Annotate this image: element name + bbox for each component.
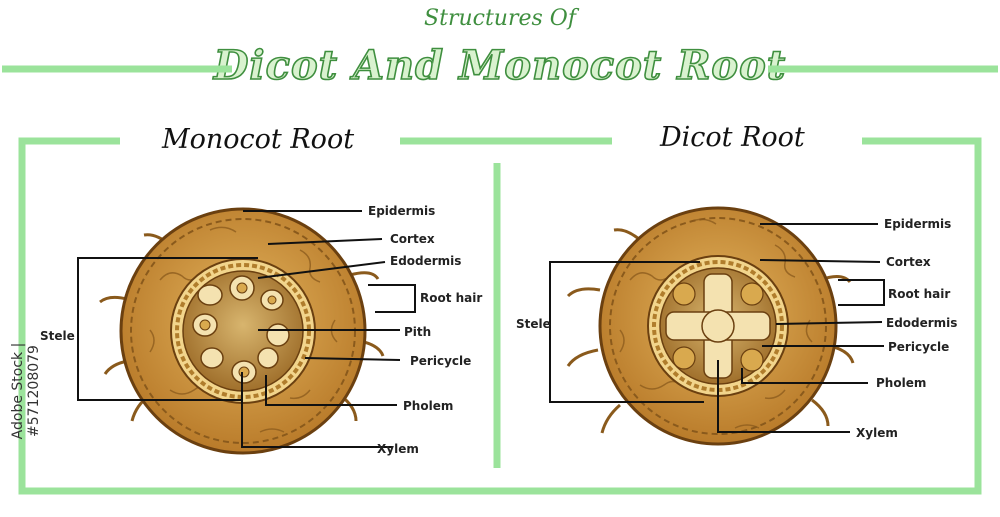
dicot-label-root-hair: Root hair [888,287,951,301]
stock-credit: Adobe Stock | #571208079 [10,342,42,440]
dicot-label-stele: Stele [516,317,551,331]
monocot-root-section [99,207,385,455]
monocot-label-cortex: Cortex [390,232,435,246]
monocot-label-phloem: Pholem [403,399,454,413]
dicot-label-cortex: Cortex [886,255,931,269]
dicot-panel-title: Dicot Root [660,122,805,153]
dicot-label-endodermis: Edodermis [886,316,958,330]
monocot-label-endodermis: Edodermis [390,254,462,268]
subtitle: Structures Of [424,6,576,31]
dicot-label-phloem: Pholem [876,376,927,390]
page-title: Dicot And Monocot Root [213,41,787,90]
monocot-label-epidermis: Epidermis [368,204,436,218]
dicot-label-epidermis: Epidermis [884,217,952,231]
dicot-label-xylem: Xylem [856,426,898,440]
monocot-label-xylem: Xylem [377,442,419,456]
monocot-leader-lines [77,210,416,448]
monocot-label-pericycle: Pericycle [410,354,472,368]
monocot-label-stele: Stele [40,329,75,343]
monocot-panel-title: Monocot Root [162,124,355,155]
dicot-label-pericycle: Pericycle [888,340,950,354]
dicot-root-section [566,206,855,446]
frame-lines [2,65,998,495]
monocot-label-pith: Pith [404,325,432,339]
monocot-label-root-hair: Root hair [420,291,483,305]
dicot-leader-lines [549,223,885,433]
